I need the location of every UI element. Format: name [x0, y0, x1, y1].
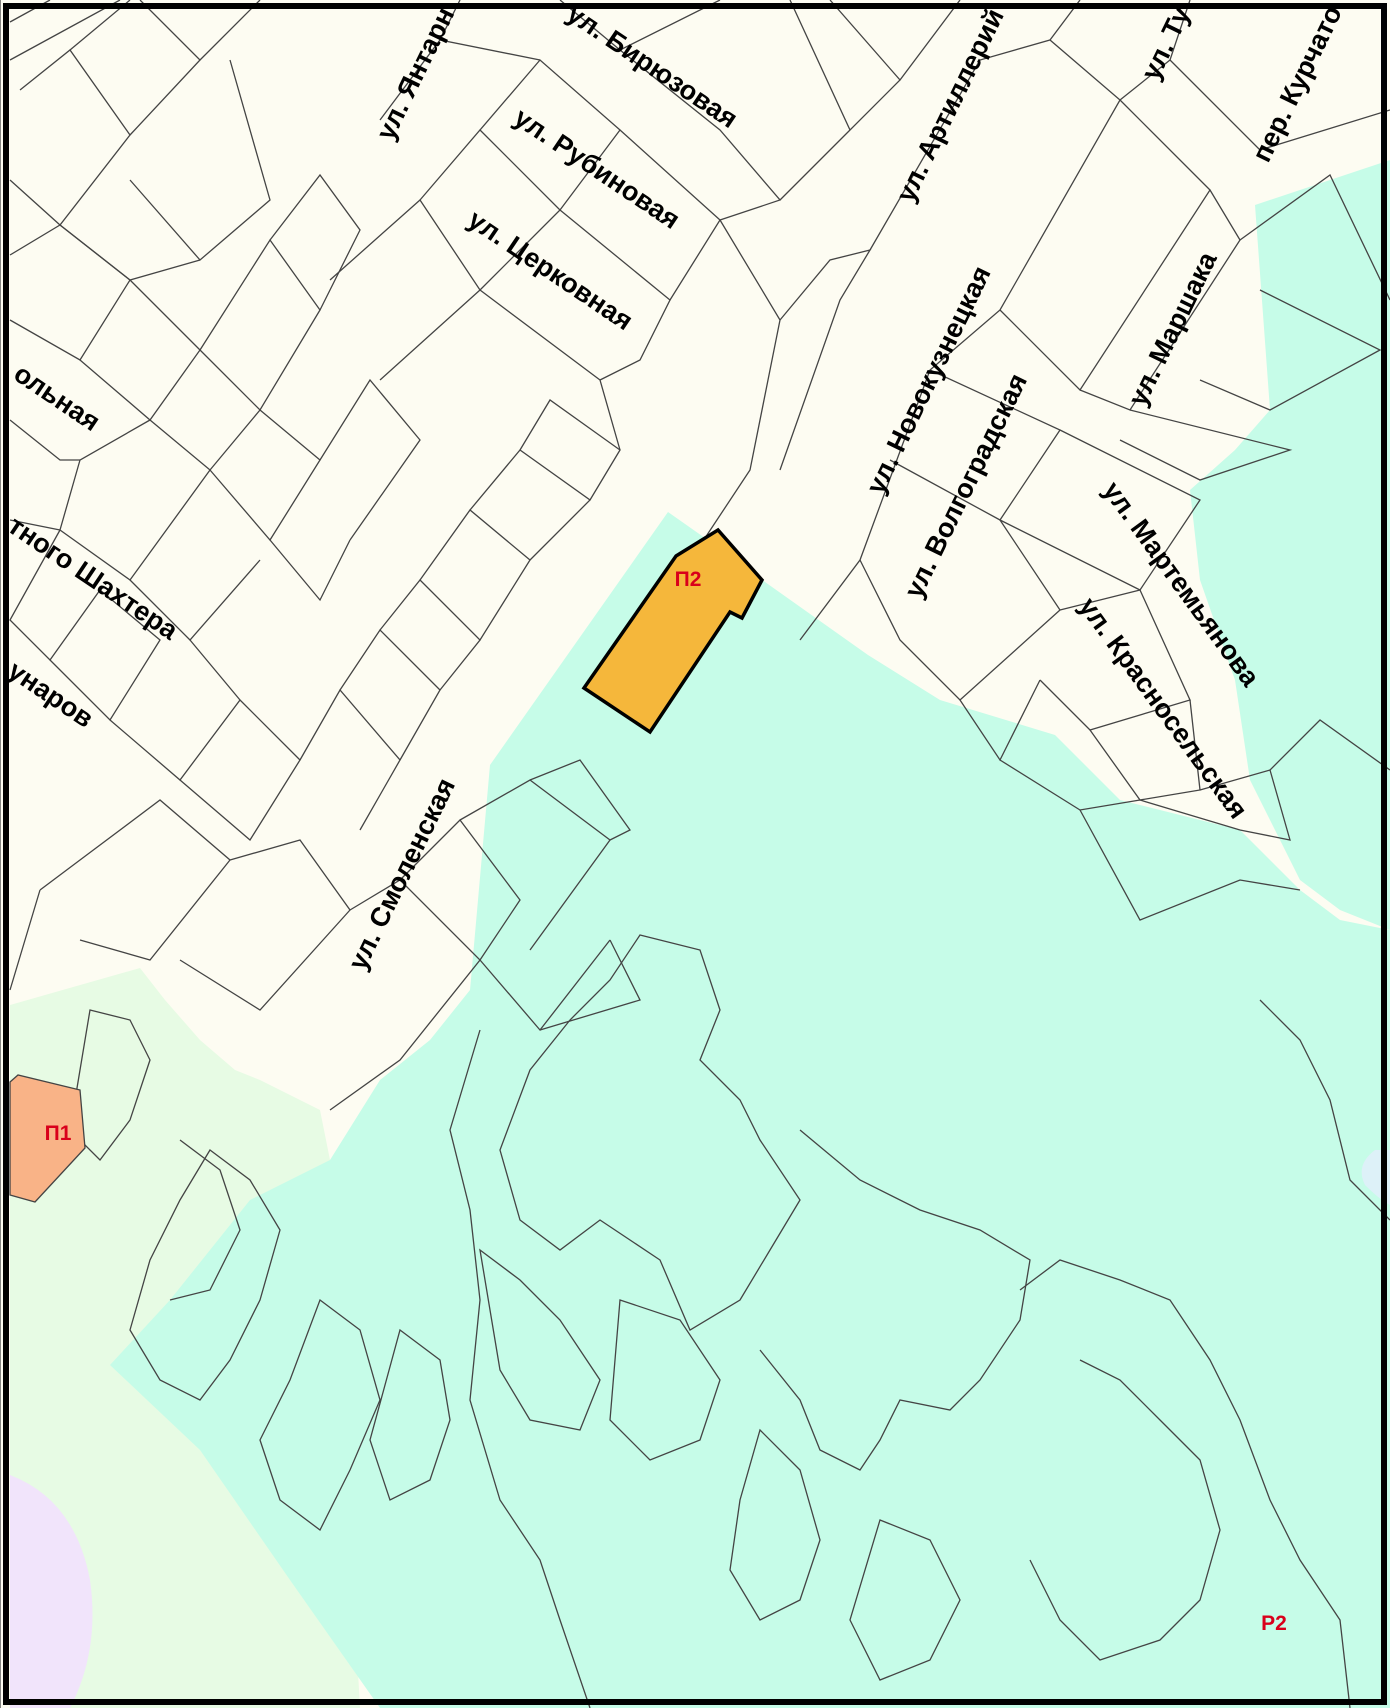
public-zone: [10, 1475, 93, 1708]
recreation-zone-r2: [110, 512, 1390, 1708]
recreation-zone-r2-east: [1190, 160, 1390, 930]
industrial-zone-p1[interactable]: [9, 1074, 86, 1203]
zone-label-p1: П1: [45, 1122, 72, 1145]
zone-label-p2: П2: [675, 568, 702, 591]
park-contours: [69, 934, 1390, 1708]
industrial-zone-p2[interactable]: [581, 527, 765, 735]
map-frame: [3, 3, 1387, 1705]
zone-label-r2: Р2: [1261, 1612, 1287, 1635]
